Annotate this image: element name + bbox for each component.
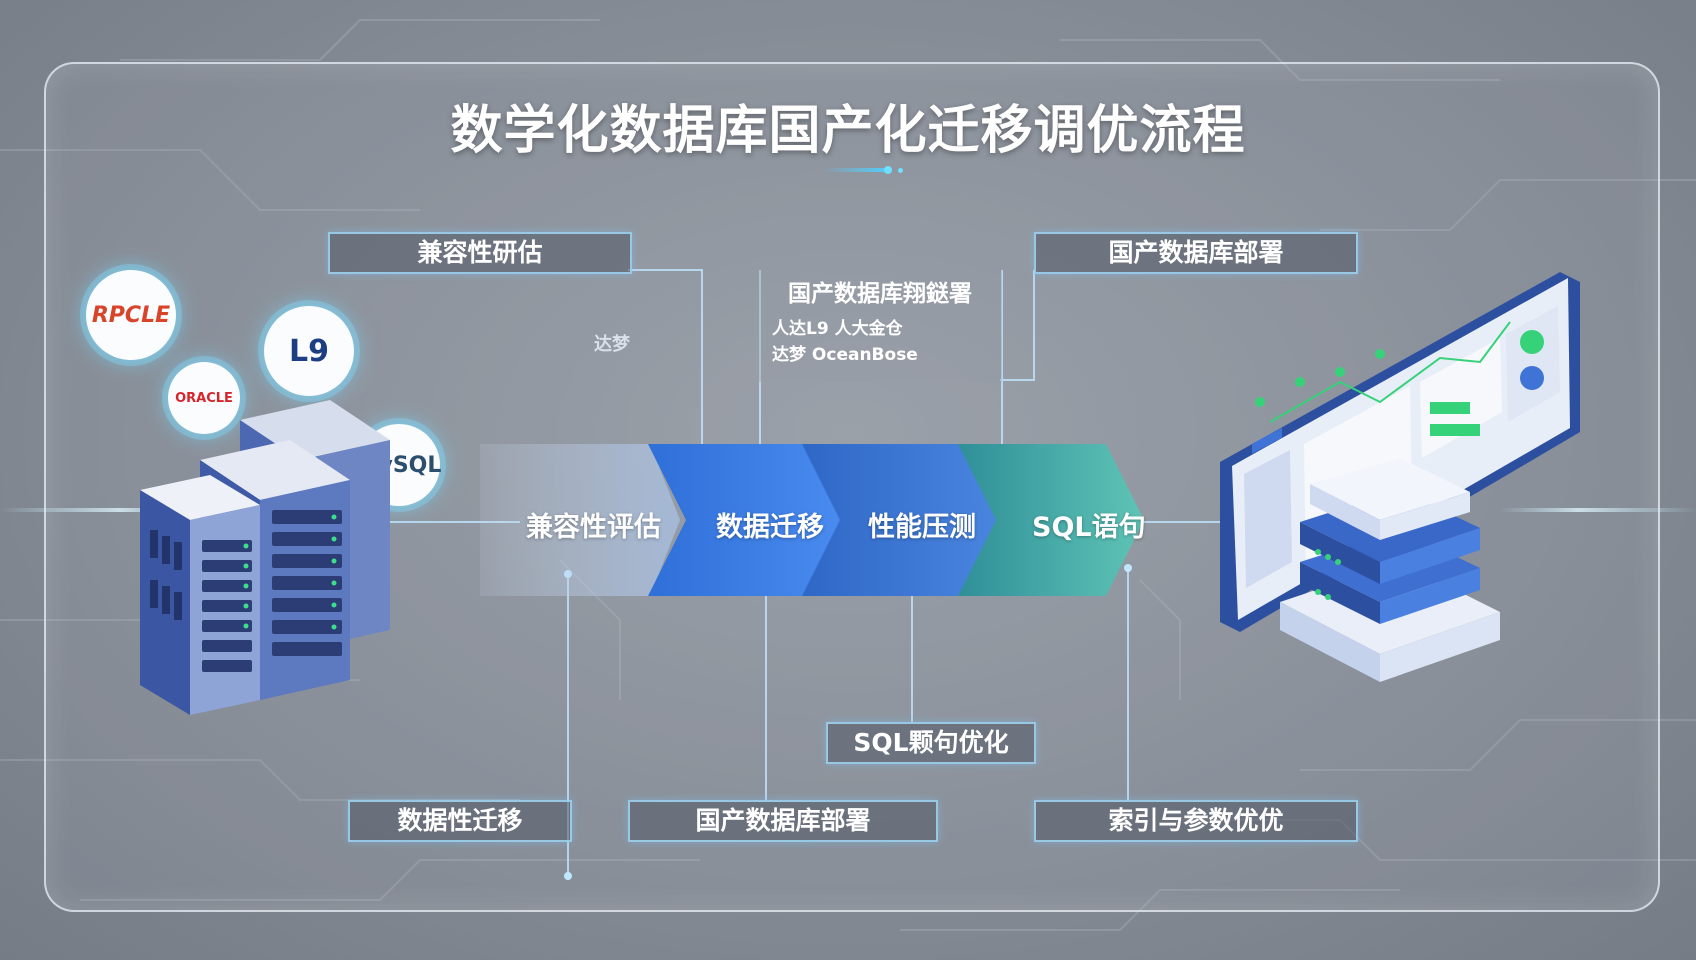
ghost-vendor-logo: 达梦 [594, 334, 630, 355]
title-underline-dot [898, 168, 903, 173]
flow-step-2-label: 数据迁移 [716, 512, 824, 543]
bottom-label-index-params: 索引与参数优优 [1034, 800, 1358, 842]
flow-chevrons [480, 444, 1144, 596]
erp-logo-icon: RPCLE [86, 270, 176, 360]
bottom-label-sql-optimization: SQL颗句优化 [826, 722, 1036, 764]
monitor-dashboard-icon [1220, 272, 1580, 682]
flow-step-1-label: 兼容性评估 [526, 512, 661, 543]
flow-step-1-shape [480, 444, 680, 596]
db-emblem-icon: L9 [264, 306, 354, 396]
title-underline [822, 168, 892, 172]
bottom-label-deployment: 国产数据库部署 [628, 800, 938, 842]
flow-step-3-shape [802, 444, 1004, 596]
vendor-info-box: 国产数据库翔鎹署 人达L9 人大金仓 达梦 OceanBose [758, 270, 1002, 382]
flow-step-3-label: 性能压测 [868, 512, 976, 543]
title-underline-dot [884, 166, 892, 174]
vendor-box-logos: 达梦 OceanBose [772, 345, 918, 365]
vendor-box-subtitle: 人达L9 人大金仓 [772, 319, 903, 339]
top-label-compatibility: 兼容性研估 [328, 232, 632, 274]
flow-step-4-shape [958, 444, 1144, 596]
vendor-box-title: 国产数据库翔鎹署 [788, 281, 972, 307]
oracle-logo-icon: ORACLE [168, 362, 240, 434]
page-title: 数学化数据库国产化迁移调优流程 [450, 101, 1246, 161]
flow-step-2-shape [648, 444, 850, 596]
server-rack-icon [140, 400, 390, 715]
bottom-label-data-migration: 数据性迁移 [348, 800, 572, 842]
top-label-deployment: 国产数据库部署 [1034, 232, 1358, 274]
flow-step-4-label: SQL语句 [1032, 512, 1146, 543]
